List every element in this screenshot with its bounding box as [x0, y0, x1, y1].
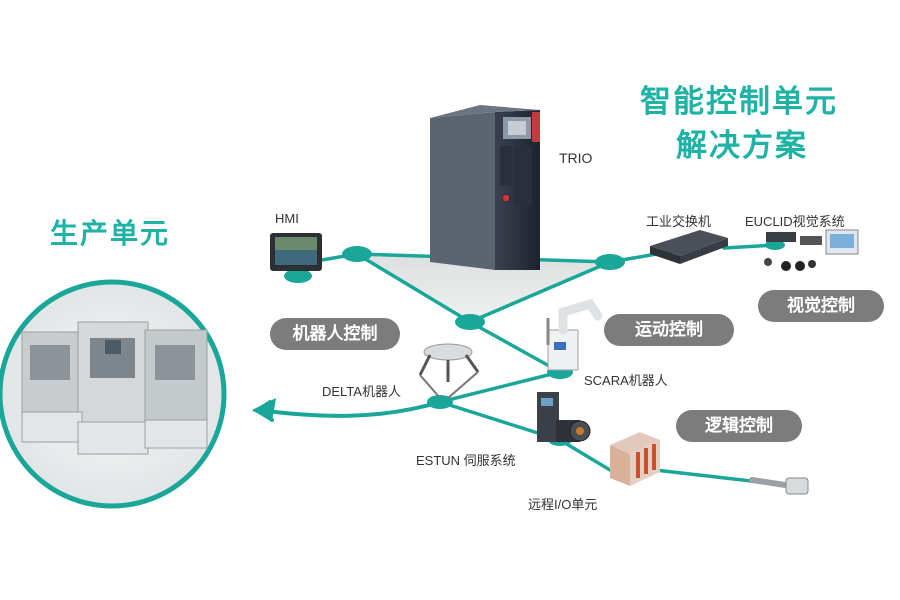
industrial-switch-device	[650, 230, 728, 264]
network-nodes	[284, 240, 785, 446]
remote-io-label: 远程I/O单元	[528, 497, 598, 512]
cable-connector-device	[749, 477, 809, 495]
flow-arrow	[252, 400, 442, 422]
euclid-label: EUCLID视觉系统	[745, 214, 845, 229]
remote-io-device	[610, 432, 660, 486]
network-plane	[357, 254, 610, 322]
estun-servo-device	[537, 392, 591, 442]
solution-title-line1: 智能控制单元	[640, 84, 838, 120]
vision-control-pill: 视觉控制	[758, 290, 884, 322]
estun-label: ESTUN 伺服系统	[416, 453, 516, 468]
flow-arrow-head	[252, 398, 276, 422]
scara-robot-device	[546, 298, 603, 371]
delta-robot-device	[418, 343, 480, 399]
trio-controller-device	[430, 105, 540, 270]
hmi-device	[270, 233, 322, 271]
production-line-machines	[21, 321, 208, 455]
trio-label: TRIO	[559, 150, 593, 166]
robot-control-pill: 机器人控制	[270, 318, 400, 350]
production-unit-title: 生产单元	[50, 217, 171, 250]
hmi-label: HMI	[275, 211, 299, 226]
euclid-vision-device	[764, 229, 859, 271]
solution-title-line2: 解决方案	[676, 128, 808, 164]
motion-control-pill: 运动控制	[604, 314, 734, 346]
switch-label: 工业交换机	[646, 214, 712, 229]
delta-label: DELTA机器人	[322, 384, 401, 399]
scara-label: SCARA机器人	[584, 373, 668, 388]
logic-control-pill: 逻辑控制	[676, 410, 802, 442]
